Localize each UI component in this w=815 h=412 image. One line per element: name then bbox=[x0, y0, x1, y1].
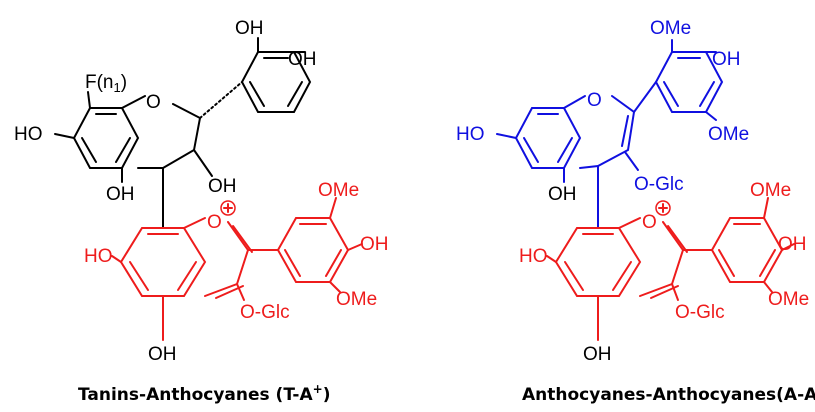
ho-label: HO bbox=[519, 246, 548, 267]
upper-anthocyanin-unit bbox=[496, 39, 724, 229]
oh-label: OH bbox=[148, 344, 177, 365]
o-glc-label: O-Glc bbox=[634, 174, 684, 195]
lower-anthocyanin-unit bbox=[546, 197, 795, 341]
oh-label: OH bbox=[583, 344, 612, 365]
ho-label: HO bbox=[84, 246, 113, 267]
structure-caption: Tanins-Anthocyanes (T-A+) bbox=[78, 382, 330, 405]
tannin-anthocyanin-structure: OH OH F(n1) HO O OH OH OMe OH OMe HO O O… bbox=[14, 18, 389, 405]
oh-label: OH bbox=[106, 184, 135, 205]
oh-label: OH bbox=[235, 18, 264, 39]
ho-label: HO bbox=[456, 124, 485, 145]
ome-label: OMe bbox=[318, 180, 359, 201]
oh-label: OH bbox=[712, 49, 741, 70]
oxonium-oxygen-label: O bbox=[642, 212, 657, 233]
oh-label: OH bbox=[208, 176, 237, 197]
ome-label: OMe bbox=[650, 18, 691, 39]
positive-charge-icon bbox=[220, 200, 236, 216]
o-glc-label: O-Glc bbox=[240, 302, 290, 323]
ring-oxygen-label: O bbox=[146, 92, 161, 113]
ome-label: OMe bbox=[768, 289, 809, 310]
oh-label: OH bbox=[548, 184, 577, 205]
ome-label: OMe bbox=[750, 180, 791, 201]
structure-caption: Anthocyanes-Anthocyanes(A-A+) bbox=[522, 382, 815, 405]
f-n1-label: F(n1) bbox=[85, 72, 127, 95]
oh-label: OH bbox=[360, 234, 389, 255]
ome-label: OMe bbox=[708, 124, 749, 145]
ring-oxygen-label: O bbox=[587, 90, 602, 111]
oh-label: OH bbox=[288, 49, 317, 70]
anthocyanin-anthocyanin-structure: OMe OH OMe HO O O-Glc OH OMe OH OMe HO O… bbox=[456, 18, 815, 405]
ho-label: HO bbox=[14, 124, 43, 145]
ome-label: OMe bbox=[336, 289, 377, 310]
oh-label: OH bbox=[778, 234, 807, 255]
positive-charge-icon bbox=[655, 200, 671, 216]
o-glc-label: O-Glc bbox=[675, 302, 725, 323]
oxonium-oxygen-label: O bbox=[207, 212, 222, 233]
anthocyanin-unit bbox=[111, 197, 363, 341]
tannin-unit bbox=[54, 37, 312, 229]
